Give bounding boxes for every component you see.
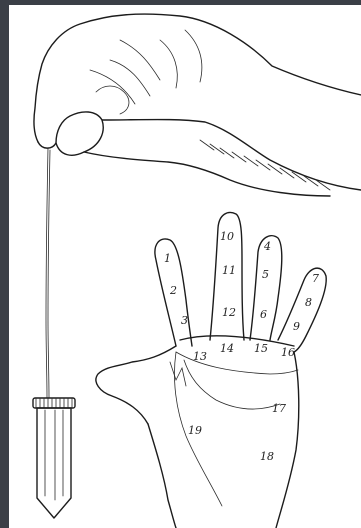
pendulum-chain — [46, 148, 50, 398]
zone-5: 5 — [262, 268, 269, 281]
zone-1: 1 — [164, 252, 171, 265]
zone-6: 6 — [260, 308, 267, 321]
zone-7: 7 — [312, 272, 319, 285]
zone-3: 3 — [181, 314, 188, 327]
zone-18: 18 — [260, 450, 274, 463]
zone-13: 13 — [193, 350, 207, 363]
zone-19: 19 — [188, 424, 202, 437]
zone-2: 2 — [169, 284, 177, 297]
zone-10: 10 — [220, 230, 234, 243]
upper-hand — [34, 14, 361, 196]
pendulum-crystal — [33, 398, 75, 518]
zone-8: 8 — [305, 296, 312, 309]
zone-16: 16 — [281, 346, 295, 359]
zone-17: 17 — [272, 402, 286, 415]
zone-14: 14 — [220, 342, 234, 355]
zone-12: 12 — [222, 306, 236, 319]
zone-11: 11 — [222, 264, 236, 277]
zone-15: 15 — [254, 342, 268, 355]
open-palm — [96, 213, 326, 528]
zone-4: 4 — [263, 240, 271, 253]
zone-9: 9 — [293, 320, 300, 333]
